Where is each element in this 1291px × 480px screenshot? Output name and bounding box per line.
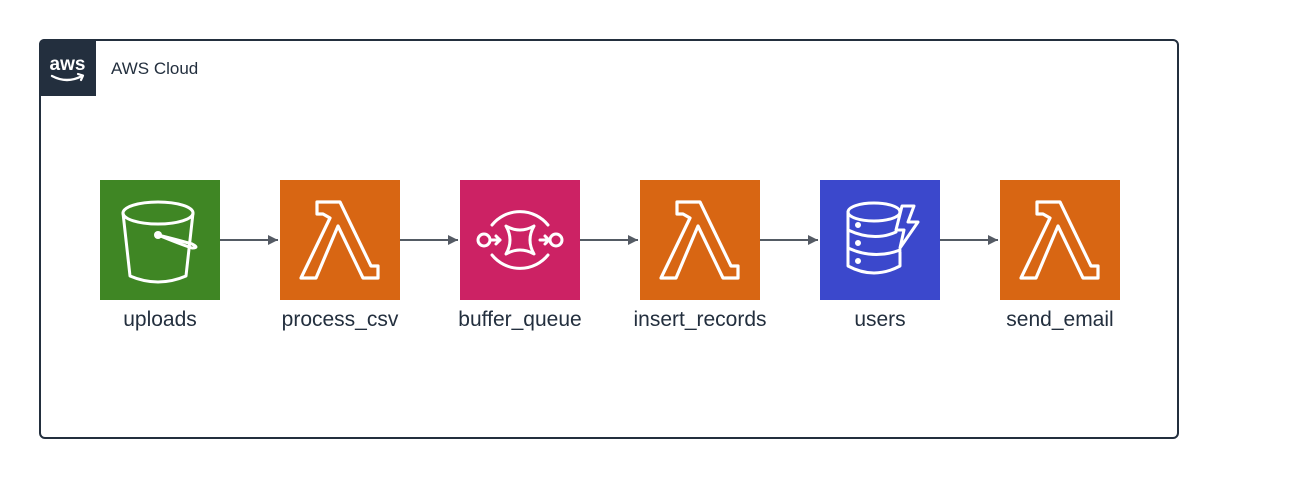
service-process-csv[interactable] (280, 180, 400, 300)
lambda-icon (640, 180, 760, 300)
service-tile (280, 180, 400, 300)
service-uploads[interactable] (100, 180, 220, 300)
service-label-buffer-queue: buffer_queue (458, 308, 582, 331)
sqs-queue-icon (460, 180, 580, 300)
service-buffer-queue[interactable] (460, 180, 580, 300)
aws-logo-text: aws (50, 54, 86, 75)
service-label-insert-records: insert_records (633, 308, 767, 331)
s3-bucket-icon (100, 180, 220, 300)
lambda-icon (280, 180, 400, 300)
service-tile (460, 180, 580, 300)
service-insert-records[interactable] (640, 180, 760, 300)
service-tile (820, 180, 940, 300)
aws-logo-icon: aws (39, 39, 96, 96)
lambda-icon (1000, 180, 1120, 300)
aws-cloud-group (39, 39, 1179, 439)
service-tile (640, 180, 760, 300)
service-tile (100, 180, 220, 300)
service-label-users: users (854, 308, 906, 331)
service-users[interactable] (820, 180, 940, 300)
service-label-process-csv: process_csv (281, 308, 399, 331)
service-tile (1000, 180, 1120, 300)
service-label-uploads: uploads (123, 308, 197, 331)
dynamodb-icon (820, 180, 940, 300)
service-label-send-email: send_email (1006, 308, 1114, 331)
service-send-email[interactable] (1000, 180, 1120, 300)
group-title: AWS Cloud (111, 59, 199, 78)
